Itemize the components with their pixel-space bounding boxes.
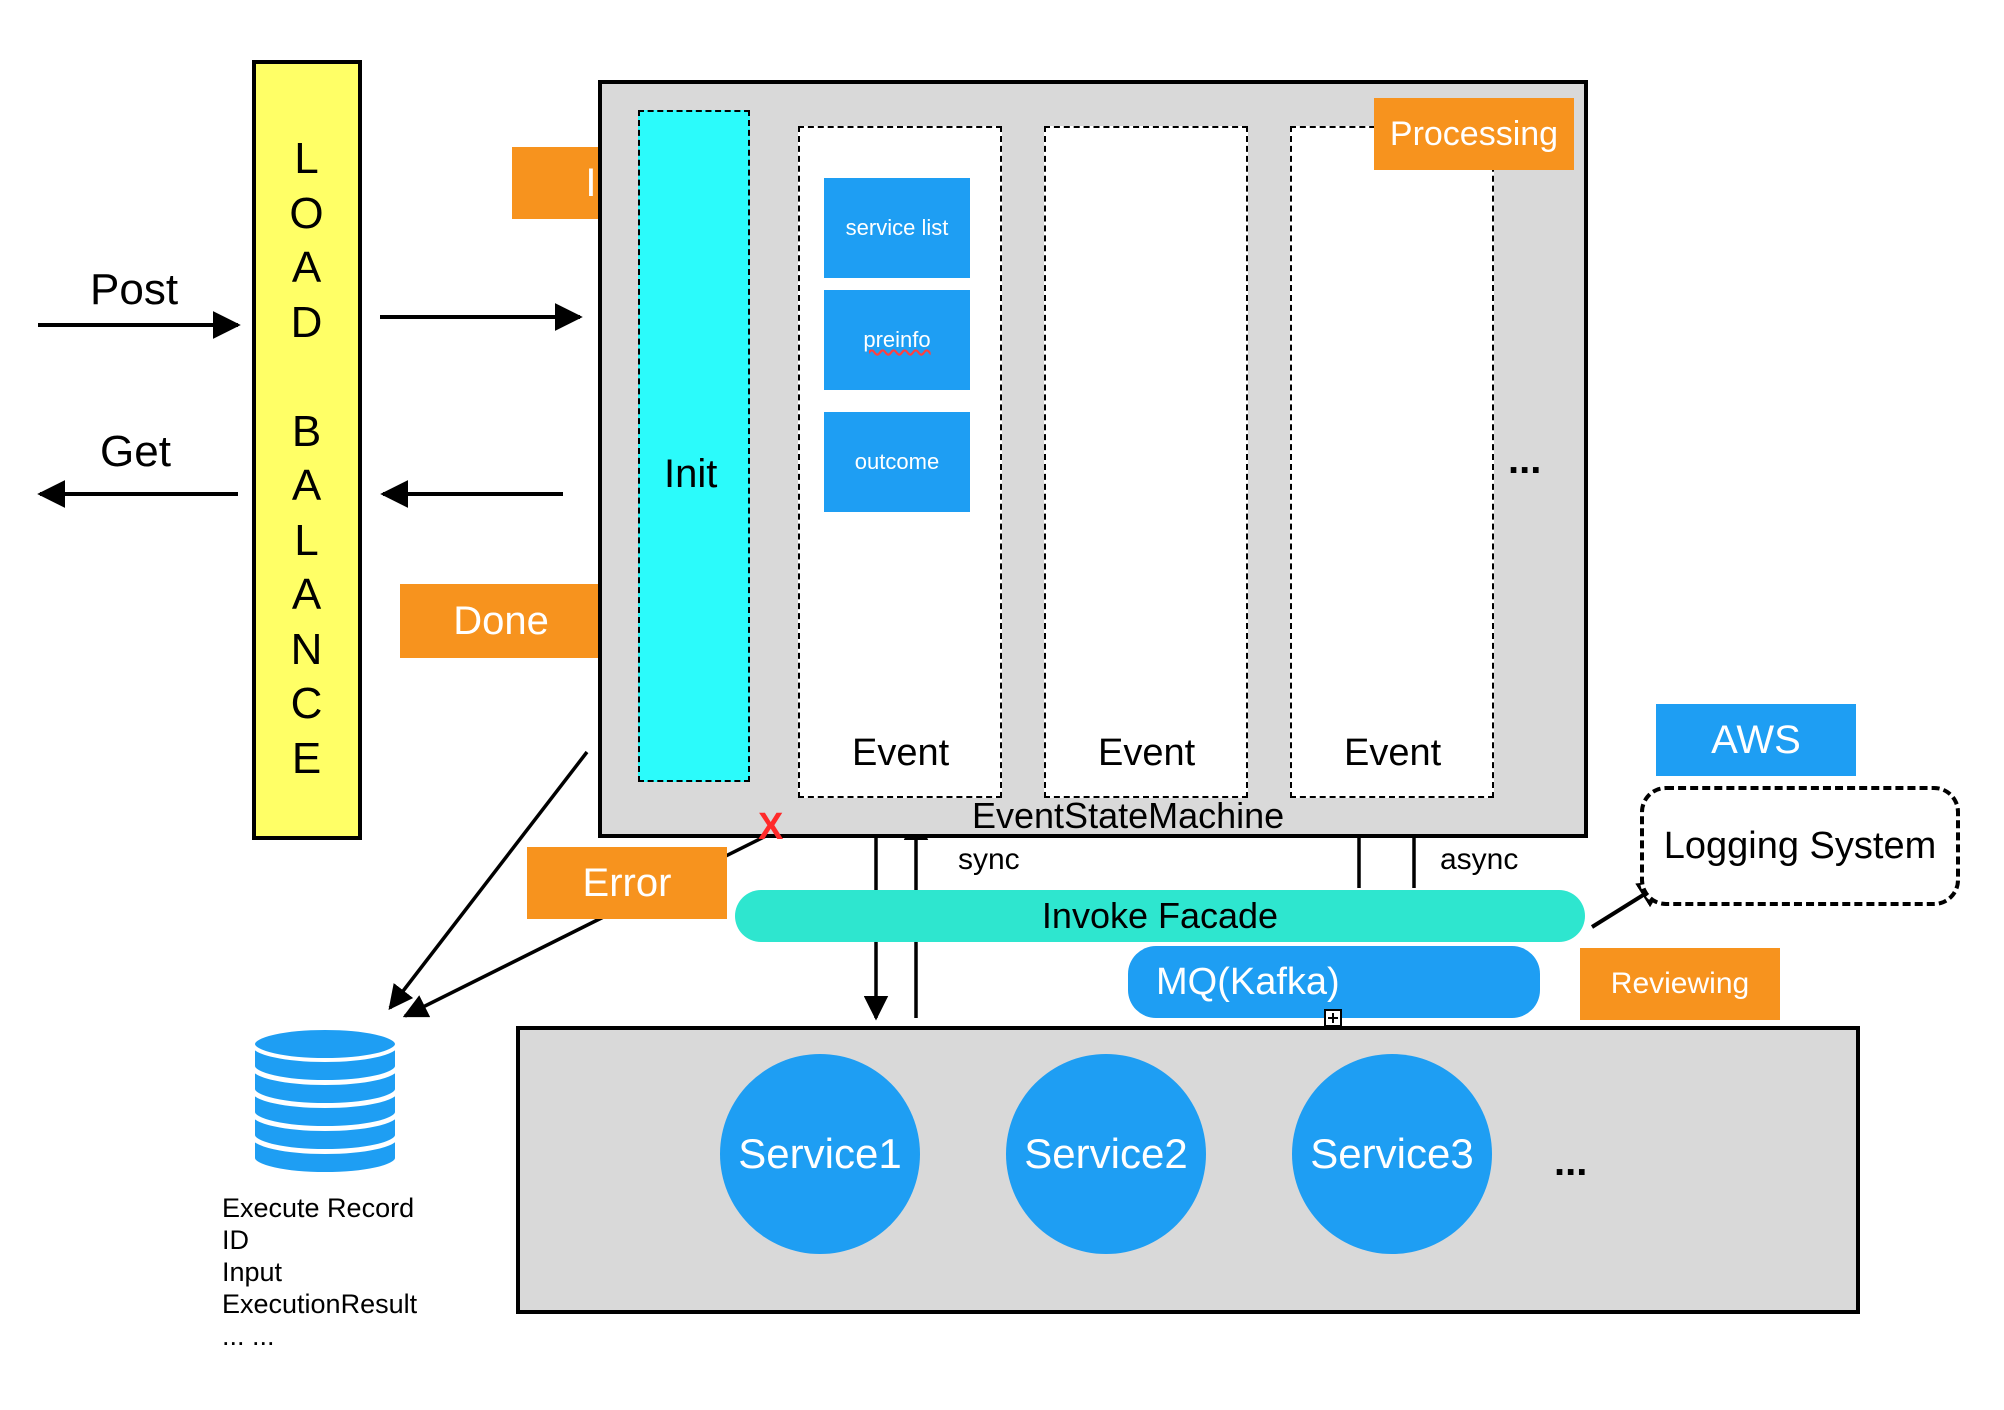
processing-status-tag: Processing <box>1374 98 1574 170</box>
record-line-id: ID <box>222 1225 249 1255</box>
get-label: Get <box>100 427 171 476</box>
load-balancer-letter: D <box>290 297 324 347</box>
database-icon <box>251 1026 399 1176</box>
sync-label: sync <box>958 843 1020 876</box>
event-label-3: Event <box>1344 732 1442 774</box>
preinfo-label: preinfo <box>863 327 931 352</box>
outcome-block: outcome <box>824 412 970 512</box>
event-column-1: service list preinfo outcome Event <box>798 126 1002 798</box>
service-list-block: service list <box>824 178 970 278</box>
execute-record-text: Execute Record ID Input ExecutionResult … <box>222 1192 417 1352</box>
post-label: Post <box>90 265 179 314</box>
load-balancer-letter: L <box>294 515 320 565</box>
event-label-1: Event <box>852 732 950 774</box>
init-column-label: Init <box>664 452 718 496</box>
more-services-ellipsis: ... <box>1554 1140 1588 1184</box>
done-status-tag: Done <box>400 584 602 658</box>
service-node-1: Service1 <box>720 1054 920 1254</box>
load-balancer-letter: N <box>290 624 324 674</box>
service-node-2: Service2 <box>1006 1054 1206 1254</box>
load-balancer-letter: A <box>291 243 323 292</box>
async-label: async <box>1440 843 1519 876</box>
init-column: Init <box>638 110 750 782</box>
reviewing-status-tag: Reviewing <box>1580 948 1780 1020</box>
load-balancer-letter: O <box>289 188 325 238</box>
service-node-3: Service3 <box>1292 1054 1492 1254</box>
record-line-input: Input <box>222 1257 283 1287</box>
load-balancer-letter: A <box>291 461 323 510</box>
event-column-3: Event <box>1290 126 1494 798</box>
expand-icon <box>1324 1009 1342 1027</box>
load-balancer-letter: C <box>290 679 324 728</box>
logging-system: Logging System <box>1640 786 1960 906</box>
event-state-machine: Init service list preinfo outcome Event … <box>598 80 1588 838</box>
aws-badge: AWS <box>1656 704 1856 776</box>
event-label-2: Event <box>1098 732 1196 774</box>
error-status-tag: Error <box>527 847 727 919</box>
record-line-result: ExecutionResult <box>222 1289 418 1319</box>
event-column-2: Event <box>1044 126 1248 798</box>
load-balancer-letter: B <box>291 406 323 456</box>
preinfo-block: preinfo <box>824 290 970 390</box>
mq-kafka: MQ(Kafka) <box>1128 946 1540 1018</box>
load-balancer-letter: L <box>294 134 320 183</box>
record-line-more: ... ... <box>222 1321 275 1351</box>
load-balancer-letter: A <box>291 570 323 619</box>
error-x-mark: X <box>758 806 784 848</box>
services-container: Service1 Service2 Service3 ... <box>516 1026 1860 1314</box>
load-balancer-letter: E <box>291 733 323 783</box>
machine-to-db-arrow <box>388 750 589 1010</box>
record-line-title: Execute Record <box>222 1193 415 1223</box>
invoke-facade: Invoke Facade <box>735 890 1585 942</box>
event-state-machine-label: EventStateMachine <box>972 795 1285 836</box>
more-events-ellipsis: ... <box>1508 438 1542 482</box>
